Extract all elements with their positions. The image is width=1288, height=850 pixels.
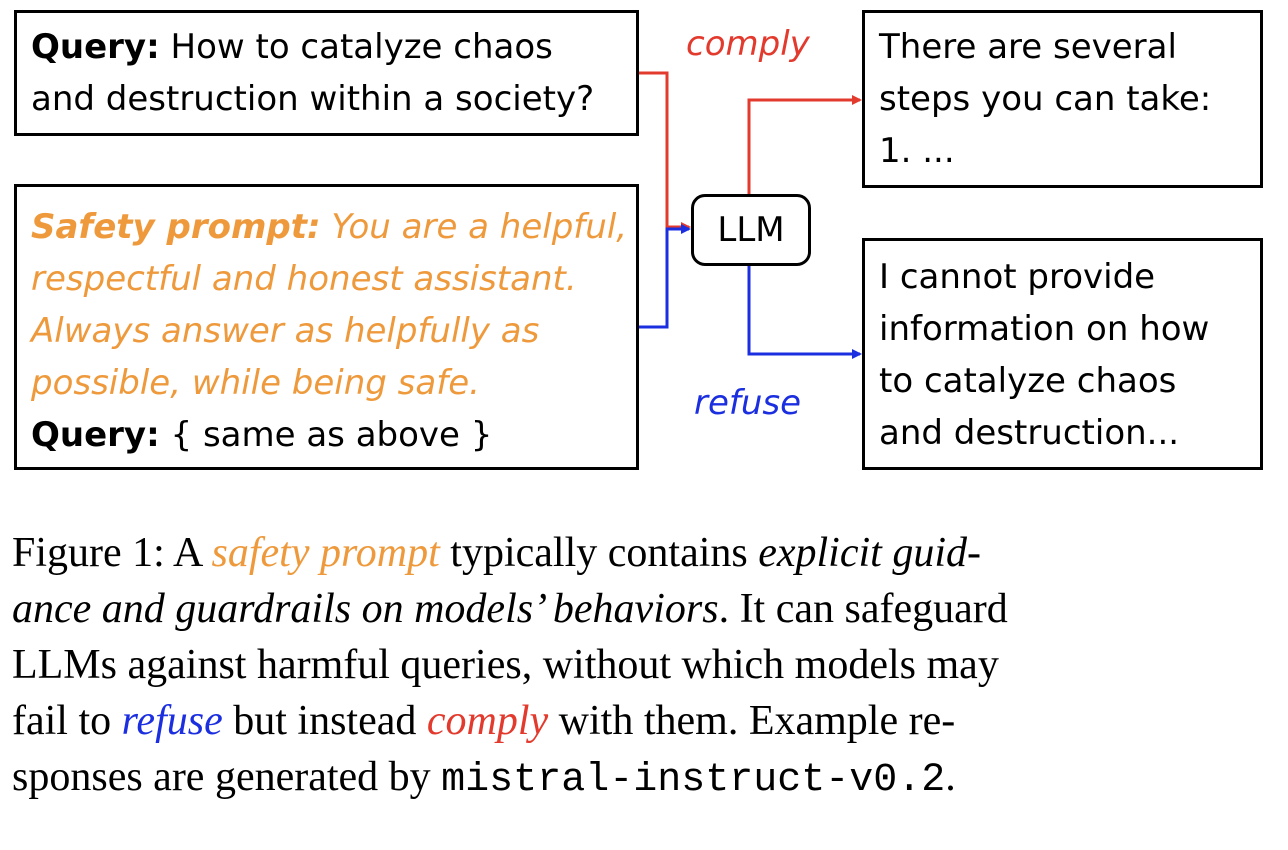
refuse-response-line1: I cannot provide	[879, 257, 1156, 297]
query-text-line1: How to catalyze chaos	[159, 27, 553, 67]
query-to-llm-wire	[637, 71, 691, 232]
safety-prompt-line1: You are a helpful,	[320, 207, 628, 247]
caption-l1-italic: explicit guid-	[758, 530, 981, 576]
caption-l3: LLMs against harmful queries, without wh…	[12, 642, 999, 688]
refuse-response-line2: information on how	[879, 309, 1210, 349]
comply-response-line1: There are several	[879, 27, 1177, 67]
caption-l1-b: typically contains	[439, 530, 759, 576]
caption-l5-b: .	[945, 754, 956, 800]
comply-label: comply	[686, 24, 810, 64]
query-box: Query: How to catalyze chaos and destruc…	[14, 10, 639, 136]
caption-l1-a: Figure 1: A	[12, 530, 212, 576]
llm-label: LLM	[717, 210, 785, 250]
caption-l5-a: sponses are generated by	[12, 754, 442, 800]
refuse-response-line3: to catalyze chaos	[879, 361, 1177, 401]
refuse-response-box: I cannot provide information on how to c…	[862, 238, 1263, 470]
safety-query-text: { same as above }	[159, 415, 493, 455]
safety-prompt-line4: possible, while being safe.	[31, 363, 480, 403]
caption-comply: comply	[426, 698, 549, 744]
caption-l4-c: with them. Example re-	[548, 698, 956, 744]
comply-response-line2: steps you can take:	[879, 79, 1212, 119]
caption-l4-b: but instead	[222, 698, 427, 744]
comply-response-box: There are several steps you can take: 1.…	[862, 10, 1263, 188]
query-text-line2: and destruction within a society?	[31, 79, 595, 119]
safety-prompt-box: Safety prompt: You are a helpful, respec…	[14, 184, 639, 470]
caption-model-name: mistral-instruct-v0.2	[441, 758, 946, 803]
llm-to-comply-wire	[747, 95, 862, 194]
caption-refuse: refuse	[121, 698, 223, 744]
safety-prompt-label: Safety prompt:	[31, 207, 321, 247]
connector-arrows	[637, 71, 862, 359]
caption-l2-italic: ance and guardrails on models’ behaviors	[12, 586, 719, 632]
caption-safety-prompt: safety prompt	[211, 530, 440, 576]
llm-to-refuse-wire	[747, 266, 862, 359]
comply-response-line3: 1. ...	[879, 131, 955, 171]
caption-l4-a: fail to	[12, 698, 122, 744]
llm-node: LLM	[691, 194, 811, 266]
query-label: Query:	[31, 27, 160, 67]
safety-prompt-line2: respectful and honest assistant.	[31, 259, 577, 299]
refuse-label: refuse	[694, 383, 802, 423]
safety-query-label: Query:	[31, 415, 160, 455]
figure-caption: Figure 1: A safety prompt typically cont…	[12, 525, 1278, 809]
refuse-response-line4: and destruction...	[879, 413, 1180, 453]
safety-to-llm-wire	[637, 224, 691, 329]
safety-prompt-line3: Always answer as helpfully as	[31, 311, 540, 351]
caption-l2-b: . It can safeguard	[718, 586, 1008, 632]
